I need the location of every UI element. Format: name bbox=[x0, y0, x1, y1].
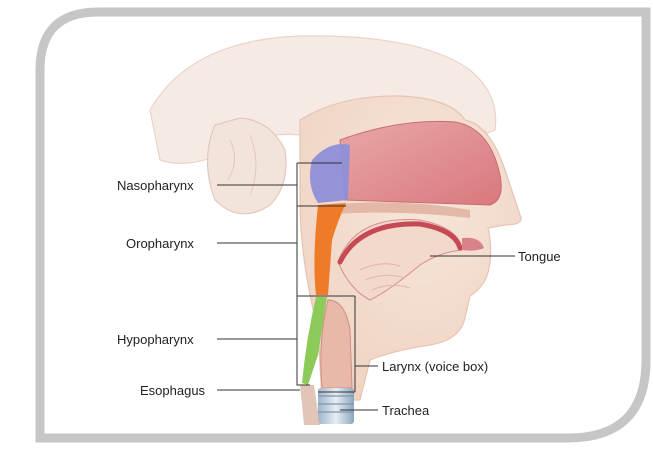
label-esophagus: Esophagus bbox=[140, 383, 205, 398]
label-nasopharynx: Nasopharynx bbox=[117, 178, 194, 193]
nasal-cavity bbox=[340, 121, 501, 205]
label-hypopharynx: Hypopharynx bbox=[117, 332, 194, 347]
trachea-shape bbox=[318, 388, 354, 424]
label-trachea: Trachea bbox=[382, 403, 429, 418]
label-tongue: Tongue bbox=[518, 249, 561, 264]
label-larynx: Larynx (voice box) bbox=[382, 359, 488, 374]
label-oropharynx: Oropharynx bbox=[126, 236, 194, 251]
